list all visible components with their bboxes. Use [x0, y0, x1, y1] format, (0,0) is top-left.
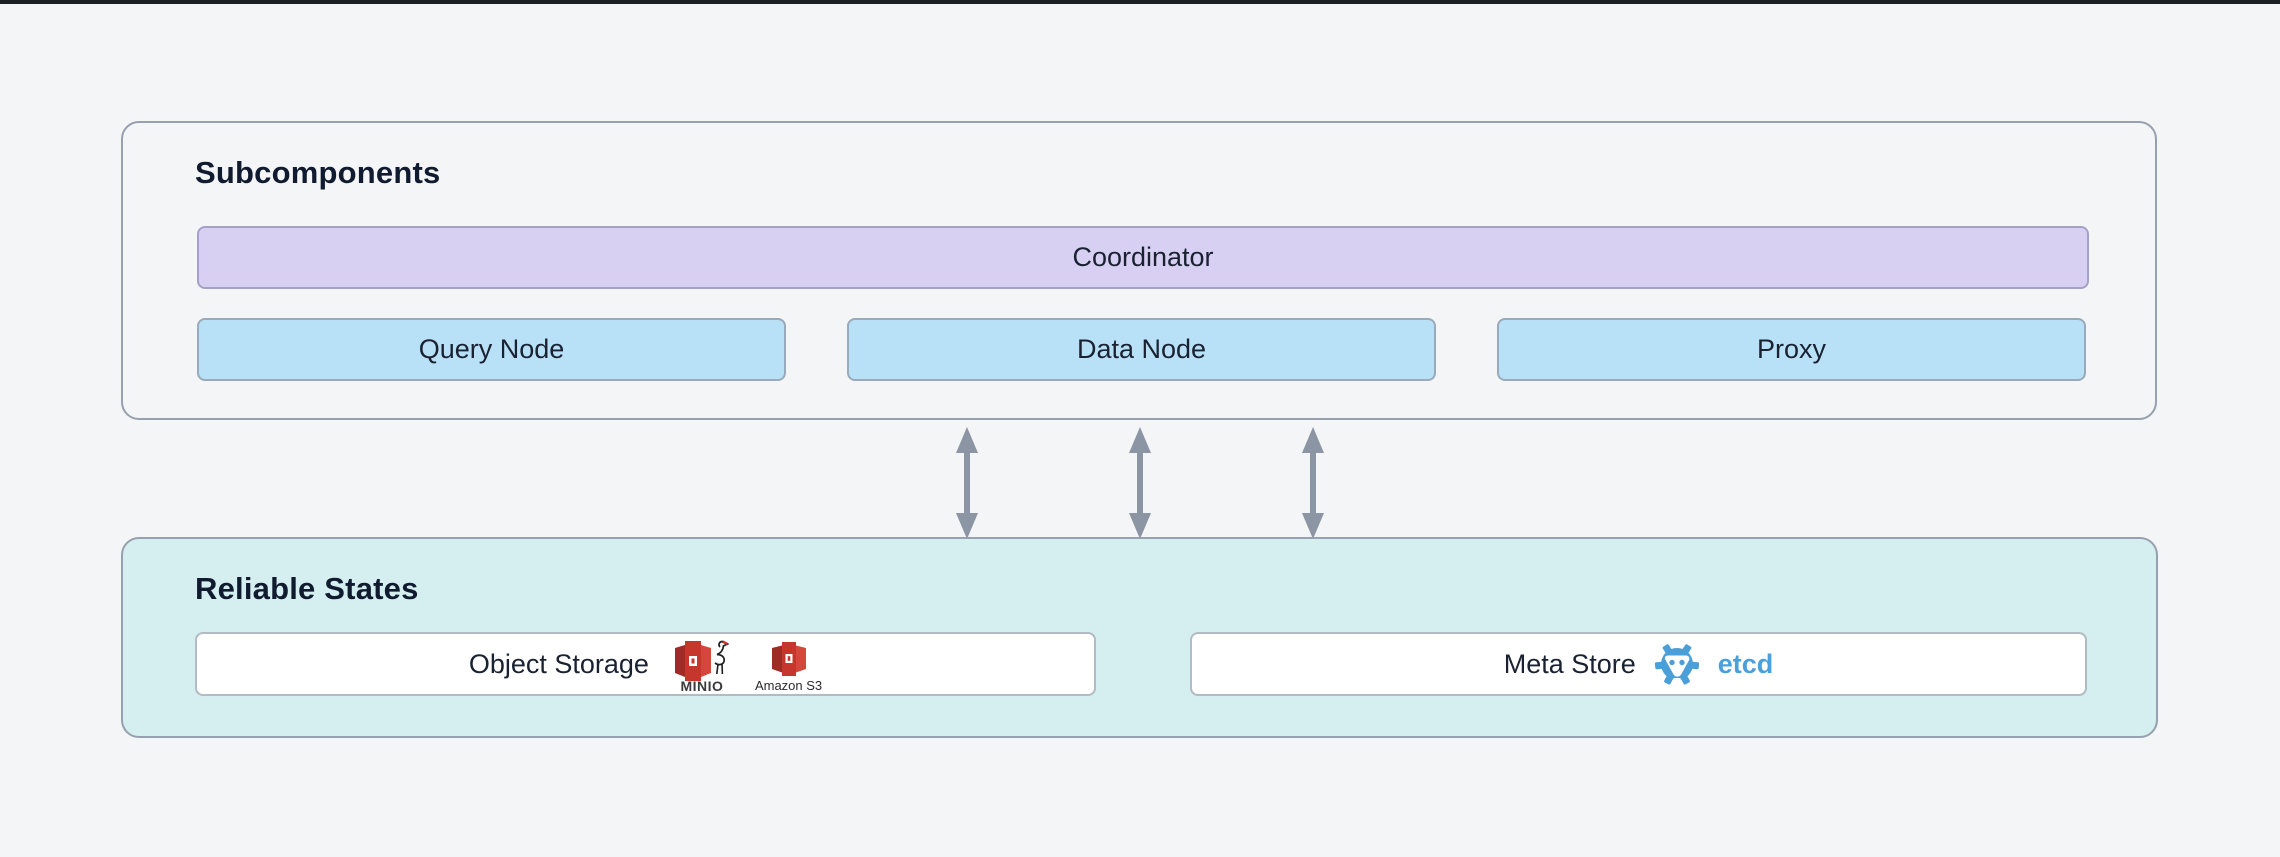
object-storage-label: Object Storage	[468, 648, 649, 679]
minio-caption: MINIO	[680, 677, 724, 694]
proxy-label: Proxy	[1756, 334, 1827, 364]
bidirectional-arrow-icon	[1129, 427, 1151, 539]
reliable-states-title: Reliable States	[195, 571, 419, 606]
query-node-box: Query Node	[197, 318, 786, 381]
minio-bucket-bird-icon	[674, 639, 730, 681]
bidirectional-arrow-icon	[956, 427, 978, 539]
data-node-label: Data Node	[1076, 334, 1207, 364]
subcomponents-panel: Subcomponents Coordinator Query Node Dat…	[121, 121, 2157, 420]
meta-store-label: Meta Store	[1503, 648, 1636, 679]
minio-logo: MINIO	[673, 639, 731, 694]
etcd-wordmark: etcd	[1717, 648, 1774, 679]
s3-caption: Amazon S3	[754, 677, 823, 693]
coordinator-box: Coordinator	[197, 226, 2089, 289]
reliable-states-panel: Reliable States Object Storage MINIO	[121, 537, 2158, 738]
top-border-line	[0, 0, 2280, 4]
proxy-box: Proxy	[1497, 318, 2086, 381]
query-node-label: Query Node	[418, 334, 565, 364]
subcomponents-title: Subcomponents	[195, 155, 441, 190]
bidirectional-arrow-icon	[1302, 427, 1324, 539]
data-node-box: Data Node	[847, 318, 1436, 381]
object-storage-box: Object Storage MINIO	[195, 632, 1096, 696]
s3-bucket-icon	[771, 641, 806, 676]
etcd-gear-icon	[1654, 644, 1699, 688]
coordinator-label: Coordinator	[1072, 242, 1214, 272]
amazon-s3-logo: Amazon S3	[755, 641, 822, 692]
meta-store-box: Meta Store	[1190, 632, 2087, 696]
